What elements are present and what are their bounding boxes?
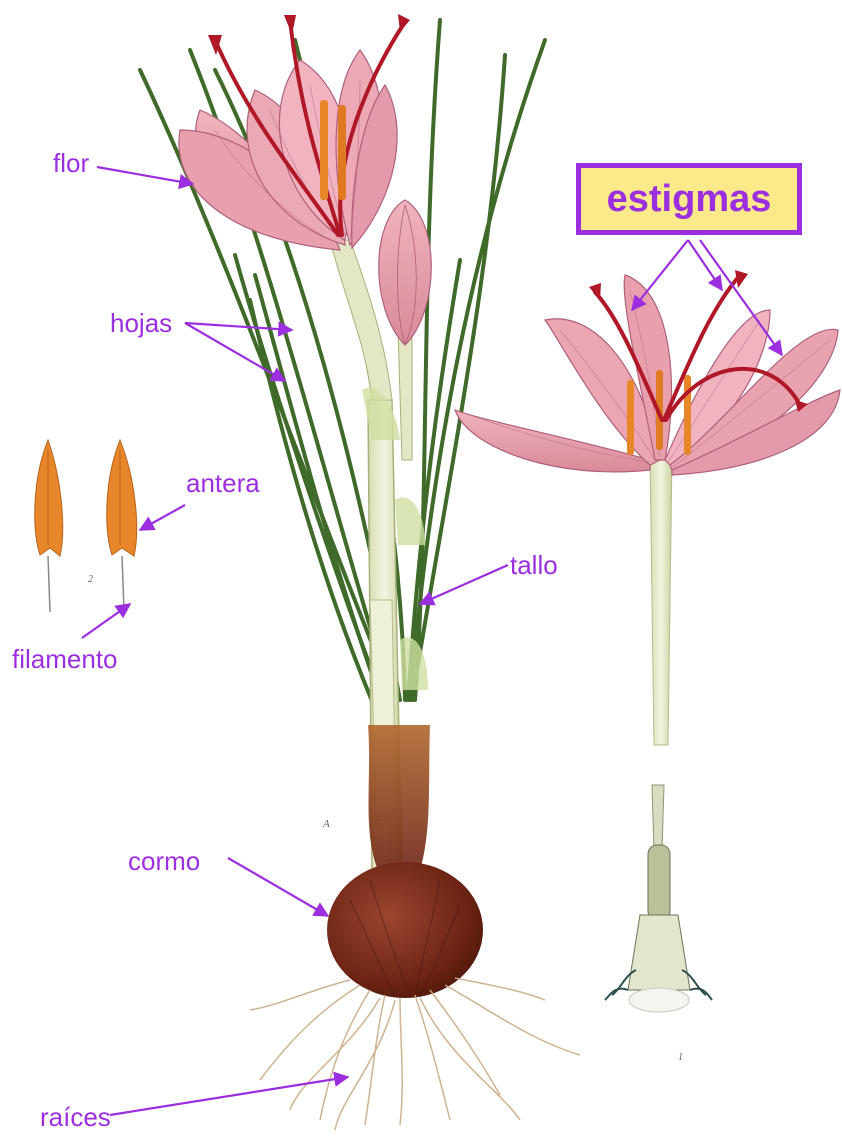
figure-letter-a: A [322,818,330,830]
arrow-icon [97,167,193,184]
roots [250,978,580,1130]
label-estigmas: estigmas [607,178,772,221]
label-hojas: hojas [110,310,172,336]
arrow-icon [228,858,328,916]
arrow-icon [82,604,130,638]
flower-side [455,270,840,745]
flower-bud [379,200,432,345]
arrow-icon [110,1077,348,1115]
arrow-icon [140,505,185,530]
label-tallo: tallo [510,552,558,578]
label-antera: antera [186,470,260,496]
flower-top [179,14,410,250]
ovary-detail [605,785,712,1012]
anther-figures [35,440,137,612]
corm [327,725,483,998]
arrow-icon [632,240,688,310]
label-box-estigmas: estigmas [576,163,802,235]
figure-number-2: 2 [88,574,93,585]
label-raices: raíces [40,1104,111,1130]
label-cormo: cormo [128,848,200,874]
label-flor: flor [53,150,89,176]
figure-number-1: 1 [678,1052,683,1063]
arrow-icon [185,323,292,330]
label-filamento: filamento [12,646,118,672]
